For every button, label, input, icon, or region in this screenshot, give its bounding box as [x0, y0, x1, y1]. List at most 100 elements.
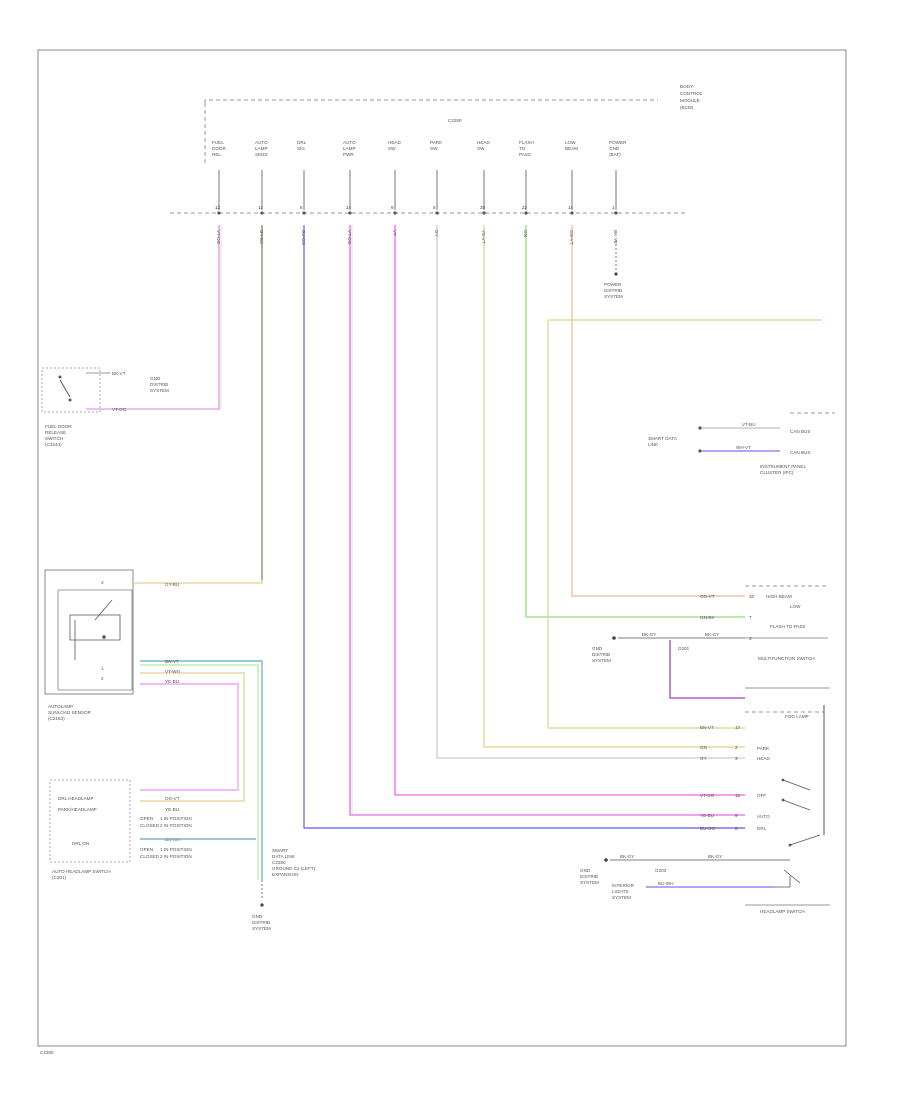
bcm-pin-number: 8 [300, 205, 303, 210]
fuel-door-ground-label: SYSTEM [150, 388, 169, 393]
bcm-pin-label: BEAM [565, 146, 578, 151]
ahs-row: 1 IN POSITION [160, 847, 192, 852]
ahs-row: DRL HEADLAMP [58, 796, 94, 801]
module-title-line: MODULE [680, 98, 700, 103]
autolamp-sensor: 1 2 3 GY-BU BN-VT VT-WH YE-BU AUTOLAMP S… [44, 569, 263, 880]
fuel-door-switch: BK-VT VT-OG GND DISTRIB SYSTEM FUEL DOOR… [41, 367, 169, 447]
left-ground-note: SMART [272, 848, 288, 853]
bcm-ground: POWER DISTRIB SYSTEM [604, 240, 623, 299]
left-ground-note: C2280 [272, 860, 286, 865]
mfs-ground-label: GND [592, 646, 603, 651]
wire-autolamp-pwr [349, 225, 745, 816]
bcm-wire-code: GY [434, 230, 439, 237]
autolamp-wire-yellow [140, 672, 245, 802]
module-header: C2280 [448, 118, 462, 123]
autolamp-label: SUNLOAD SENSOR [48, 710, 92, 715]
fuel-door-label: FUEL DOOR [45, 424, 72, 429]
ipc-label: INSTRUMENT PANEL [760, 464, 806, 469]
mfs-signal: HIGH BEAM [766, 594, 792, 599]
bcm-wire-code: VT [392, 230, 397, 236]
bcm-pin-label: (BAT) [609, 152, 621, 157]
ipc-can-node [698, 449, 702, 453]
autolamp-wire-pink [140, 683, 239, 791]
bcm-ground-point [614, 272, 618, 276]
bcm-wire-code: YE-VT [481, 230, 486, 244]
bcm-wire-code: GY-BU [259, 230, 264, 244]
bcm-pin-node [570, 211, 574, 215]
bcm-pin-label: GND [609, 146, 620, 151]
autolamp-wire-code: YE-BU [165, 679, 179, 684]
fuel-door-label: SWITCH [45, 436, 63, 441]
hs-label: HEADLAMP SWITCH [760, 909, 805, 914]
bcm-pin-label: PWR [343, 152, 354, 157]
mfs-ground-wire-code: BK-GY [705, 632, 719, 637]
ahs-row-wire: YE-BU [165, 807, 179, 812]
mfs-wire-code: GN-BK [700, 615, 715, 620]
ahs-row-wire: OG-VT [165, 796, 180, 801]
hs-wire-code: YE-BU [700, 813, 714, 818]
wire-fog-lamp [547, 319, 822, 728]
bcm-pin-node [348, 211, 352, 215]
ipc-label: CLUSTER (IPC) [760, 470, 794, 475]
autolamp-pin: 2 [101, 676, 104, 681]
bcm-pin-node [524, 211, 528, 215]
fuel-door-label: (C3344) [45, 442, 62, 447]
ipc-connector: LINK [648, 442, 659, 447]
bcm-pin-label: PARK [430, 140, 443, 145]
bcm-pin-label: PASS [519, 152, 531, 157]
hs-terminal [781, 798, 785, 802]
autolamp-wire-code: GY-BU [165, 582, 179, 587]
fuel-door-terminal [68, 398, 72, 402]
autolamp-pin: 1 [101, 666, 104, 671]
hs-terminal [781, 778, 785, 782]
ahs-row: CLOSED [140, 823, 160, 828]
bcm-pin-label: FUEL [212, 140, 224, 145]
body-control-module: BODY CONTROL MODULE (BCM) C2280 FUELDOOR… [170, 84, 703, 215]
bcm-pin-label: SW [430, 146, 438, 151]
hs-dimmer-label: INTERIOR [612, 883, 635, 888]
left-ground-label: SYSTEM [252, 926, 271, 931]
hs-wire-code: BU-OG [700, 826, 715, 831]
bcm-pin-node [260, 211, 264, 215]
autolamp-wire-lime [140, 664, 259, 880]
autolamp-circuit [69, 614, 121, 641]
ipc-signal: CAN BUS [790, 429, 810, 434]
ahs-row: OPEN [140, 847, 153, 852]
bcm-ground-label: SYSTEM [604, 294, 623, 299]
left-ground-point [260, 903, 264, 907]
wire-flash-to-pass [525, 225, 745, 618]
bcm-pin-number: 1 [612, 205, 615, 210]
hs-wire-code: GN [700, 745, 707, 750]
module-title-line: CONTROL [680, 91, 703, 96]
bcm-pin-node [482, 211, 486, 215]
ahs-row: CLOSED [140, 854, 160, 859]
fuel-door-wire-code: BK-VT [112, 371, 126, 376]
bcm-pin-label: SENS [255, 152, 268, 157]
bcm-pin-number: 22 [522, 205, 528, 210]
bcm-pin-node [302, 211, 306, 215]
bcm-pin-label: LAMP [255, 146, 268, 151]
hs-ground-point [604, 858, 608, 862]
mfs-wire-code: OG-VT [700, 594, 715, 599]
mfs-ground-label: DISTRIB [592, 652, 610, 657]
bcm-pin-label: HEAD [477, 140, 490, 145]
hs-wire-code: BN-VT [700, 725, 714, 730]
bcm-pin-label: DOOR [212, 146, 226, 151]
bcm-pin-number: 11 [258, 205, 263, 210]
hs-dimmer-rheostat [775, 869, 801, 888]
ahs-row: 2 IN POSITION [160, 823, 192, 828]
mfs-label: MULTIFUNCTION SWITCH [758, 656, 815, 661]
bcm-pin-label: DRL [297, 140, 307, 145]
autolamp-label: AUTOLAMP [48, 704, 73, 709]
fuel-door-label: RELEASE [45, 430, 66, 435]
ahs-row: 1 IN POSITION [160, 816, 192, 821]
hs-signal: PARK [757, 746, 770, 751]
mfs-signal: FLASH TO PASS [770, 624, 806, 629]
autolamp-wire-code: BN-VT [165, 659, 179, 664]
autolamp-wire-teal [140, 660, 263, 880]
bcm-pin-label: FLASH [519, 140, 534, 145]
autolamp-label: (C2163) [48, 716, 65, 721]
bcm-pin-label: SW [388, 146, 396, 151]
autolamp-node [102, 635, 106, 639]
